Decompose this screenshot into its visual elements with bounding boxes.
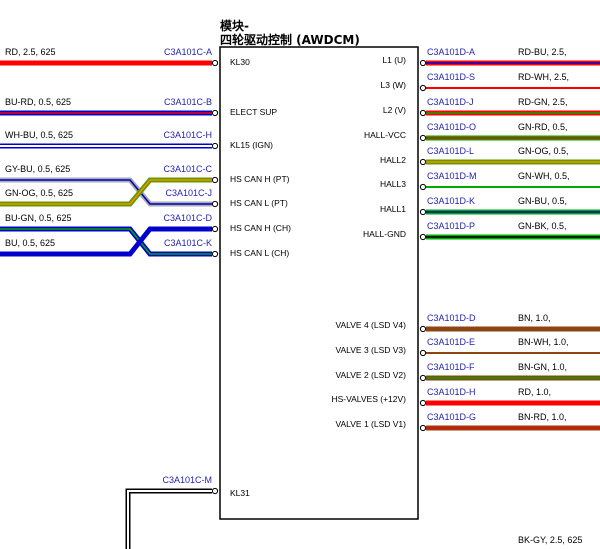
left-wire-label-kl15: WH-BU, 0.5, 625 <box>5 130 73 140</box>
right-connector-valve2: C3A101D-F <box>427 362 475 372</box>
left-connector-hs-can-l-ch: C3A101C-K <box>164 238 212 248</box>
right-connector-l3: C3A101D-S <box>427 72 475 82</box>
left-wire-label-kl30: RD, 2.5, 625 <box>5 47 56 57</box>
right-pin-valve1: VALVE 1 (LSD V1) <box>335 419 406 429</box>
left-connector-hs-can-h-pt: C3A101C-C <box>163 164 212 174</box>
left-wire-hs-can-l-ch <box>0 226 212 257</box>
right-wire-label-hall-vcc: GN-RD, 0.5, <box>518 122 568 132</box>
right-pin-hall2: HALL2 <box>380 155 406 165</box>
left-pin-hs-can-h-pt: HS CAN H (PT) <box>230 174 290 184</box>
right-wires: C3A101D-A RD-BU, 2.5, L1 (U) C3A101D-S RD-WH… <box>331 47 600 432</box>
right-wire-label-hall1: GN-BU, 0.5, <box>518 196 567 206</box>
right-connector-l2: C3A101D-J <box>427 97 474 107</box>
right-terminal-l3 <box>419 84 427 92</box>
left-connector-kl15: C3A101C-H <box>163 130 212 140</box>
right-terminal-l2 <box>419 109 427 117</box>
left-pin-kl15: KL15 (IGN) <box>230 140 273 150</box>
right-connector-hall1: C3A101D-K <box>427 196 475 206</box>
left-wire-label-elect-sup: BU-RD, 0.5, 625 <box>5 97 71 107</box>
left-wire-hs-can-l-pt <box>0 177 212 207</box>
right-pin-valve4: VALVE 4 (LSD V4) <box>335 320 406 330</box>
left-pin-hs-can-l-pt: HS CAN L (PT) <box>230 198 288 208</box>
left-connector-hs-can-h-ch: C3A101C-D <box>163 213 212 223</box>
right-connector-hall3: C3A101D-M <box>427 171 477 181</box>
right-terminal-hs-valves <box>419 399 427 407</box>
right-connector-hall-vcc: C3A101D-O <box>427 122 476 132</box>
right-wire-label-valve1: BN-RD, 1.0, <box>518 412 567 422</box>
left-pin-kl31: KL31 <box>230 488 250 498</box>
left-terminal-kl31 <box>211 487 219 495</box>
left-terminal-hs-can-l-ch <box>211 250 219 258</box>
right-connector-l1: C3A101D-A <box>427 47 475 57</box>
right-pin-l2: L2 (V) <box>383 105 406 115</box>
right-connector-valve3: C3A101D-E <box>427 337 475 347</box>
right-pin-hall-vcc: HALL-VCC <box>364 130 406 140</box>
right-wire-label-hall3: GN-WH, 0.5, <box>518 171 570 181</box>
module-title-line1: 模块- <box>220 18 249 33</box>
right-terminal-hall2 <box>419 158 427 166</box>
right-wire-label-hs-valves: RD, 1.0, <box>518 387 551 397</box>
right-wire-label-valve3: BN-WH, 1.0, <box>518 337 569 347</box>
right-terminal-hall1 <box>419 208 427 216</box>
right-connector-hall2: C3A101D-L <box>427 146 474 156</box>
left-terminal-kl30 <box>211 59 219 67</box>
right-pin-hall-gnd: HALL-GND <box>363 229 406 239</box>
left-terminal-hs-can-h-ch <box>211 225 219 233</box>
left-connector-hs-can-l-pt: C3A101C-J <box>165 188 212 198</box>
right-wire-label-l3: RD-WH, 2.5, <box>518 72 569 82</box>
right-connector-valve4: C3A101D-D <box>427 313 476 323</box>
left-connector-kl31: C3A101C-M <box>162 475 212 485</box>
right-terminal-valve2 <box>419 374 427 382</box>
right-terminal-hall-gnd <box>419 233 427 241</box>
right-wire-label-l1: RD-BU, 2.5, <box>518 47 567 57</box>
left-wire-label-hs-can-h-pt: GY-BU, 0.5, 625 <box>5 164 70 174</box>
ground-wire: BK-GY, 2.5, 625 <box>125 488 582 549</box>
right-terminal-l1 <box>419 59 427 67</box>
left-pin-hs-can-l-ch: HS CAN L (CH) <box>230 248 289 258</box>
module-box <box>219 46 419 520</box>
left-pin-elect-sup: ELECT SUP <box>230 107 277 117</box>
right-wire-label-valve4: BN, 1.0, <box>518 313 551 323</box>
left-terminal-kl15 <box>211 142 219 150</box>
right-terminal-hall3 <box>419 183 427 191</box>
right-connector-hall-gnd: C3A101D-P <box>427 221 475 231</box>
left-terminal-elect-sup <box>211 109 219 117</box>
left-connector-elect-sup: C3A101C-B <box>164 97 212 107</box>
right-terminal-valve3 <box>419 349 427 357</box>
right-pin-hall1: HALL1 <box>380 204 406 214</box>
right-pin-l3: L3 (W) <box>381 80 407 90</box>
left-terminal-hs-can-h-pt <box>211 176 219 184</box>
right-wire-label-hall2: GN-OG, 0.5, <box>518 146 569 156</box>
right-pin-hs-valves: HS-VALVES (+12V) <box>331 394 406 404</box>
left-wire-label-hs-can-l-ch: BU, 0.5, 625 <box>5 238 55 248</box>
right-pin-l1: L1 (U) <box>382 55 406 65</box>
right-terminal-valve4 <box>419 325 427 333</box>
right-wire-label-hall-gnd: GN-BK, 0.5, <box>518 221 567 231</box>
ground-wire-label: BK-GY, 2.5, 625 <box>518 535 582 545</box>
right-connector-hs-valves: C3A101D-H <box>427 387 476 397</box>
right-terminal-hall-vcc <box>419 134 427 142</box>
right-pin-valve2: VALVE 2 (LSD V2) <box>335 370 406 380</box>
left-pin-hs-can-h-ch: HS CAN H (CH) <box>230 223 291 233</box>
left-terminal-hs-can-l-pt <box>211 200 219 208</box>
module-title-line2: 四轮驱动控制 (AWDCM) <box>220 32 360 47</box>
left-wire-label-hs-can-l-pt: GN-OG, 0.5, 625 <box>5 188 73 198</box>
left-connector-kl30: C3A101C-A <box>164 47 212 57</box>
right-pin-valve3: VALVE 3 (LSD V3) <box>335 345 406 355</box>
left-pin-kl30: KL30 <box>230 57 250 67</box>
right-wire-label-l2: RD-GN, 2.5, <box>518 97 568 107</box>
right-connector-valve1: C3A101D-G <box>427 412 476 422</box>
right-terminal-valve1 <box>419 424 427 432</box>
right-pin-hall3: HALL3 <box>380 179 406 189</box>
left-wire-label-hs-can-h-ch: BU-GN, 0.5, 625 <box>5 213 72 223</box>
right-wire-label-valve2: BN-GN, 1.0, <box>518 362 567 372</box>
